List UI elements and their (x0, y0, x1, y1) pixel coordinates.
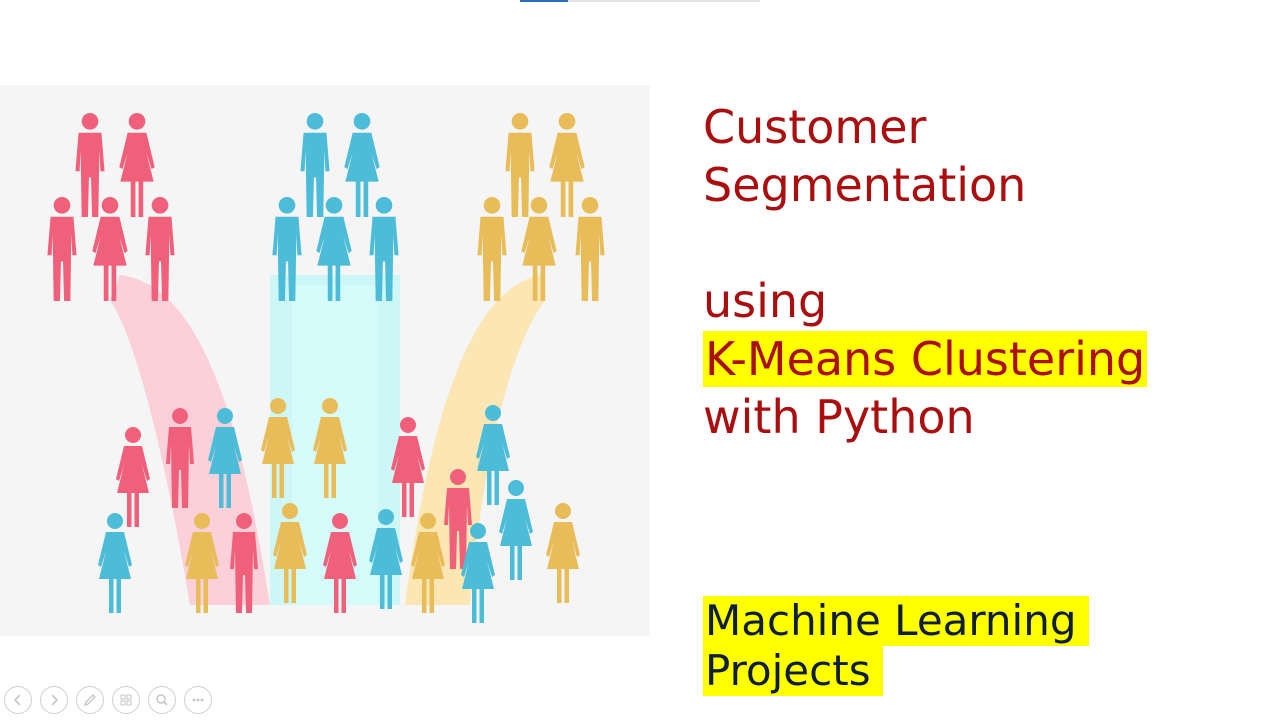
person-icon-24 (499, 480, 533, 580)
person-icon-23 (444, 469, 472, 569)
previous-slide-button[interactable] (4, 686, 32, 714)
person-icon-30 (369, 509, 403, 609)
person-icon-25 (98, 513, 132, 613)
person-icon-21 (391, 417, 425, 517)
person-icon-20 (313, 398, 347, 498)
person-icon-8 (272, 197, 302, 301)
person-icon-16 (116, 427, 150, 527)
person-icon-9 (316, 197, 352, 301)
highlighted-kmeans-text: K-Means Clustering (703, 331, 1148, 387)
customer-segmentation-illustration (0, 85, 650, 636)
person-icon-15 (575, 197, 605, 301)
person-icon-13 (477, 197, 507, 301)
person-icon-18 (208, 408, 242, 508)
person-icon-26 (185, 513, 219, 613)
person-icon-28 (273, 503, 307, 603)
title-line-customer: Customer (703, 100, 927, 154)
slide-progress-bar (520, 0, 760, 2)
pen-icon (83, 694, 96, 707)
slide-progress-fill (520, 0, 568, 2)
person-icon-3 (47, 197, 77, 301)
more-options-button[interactable] (184, 686, 212, 714)
person-icon-32 (461, 523, 495, 623)
slide-subtitle: Machine Learning Projects (703, 596, 1089, 696)
pen-tool-button[interactable] (76, 686, 104, 714)
zoom-button[interactable] (148, 686, 176, 714)
slide-overview-button[interactable] (112, 686, 140, 714)
subtitle-line-1: Machine Learning (703, 596, 1089, 646)
person-icon-33 (546, 503, 580, 603)
person-icon-2 (119, 113, 155, 217)
title-line-python: with Python (703, 390, 975, 444)
person-icon-19 (261, 398, 295, 498)
person-icon-27 (230, 513, 258, 613)
slide-title: Customer Segmentation using K-Means Clus… (703, 98, 1148, 446)
slides-grid-icon (120, 694, 132, 706)
person-icon-14 (521, 197, 557, 301)
title-line-segmentation: Segmentation (703, 158, 1027, 212)
magnifier-icon (156, 694, 168, 706)
person-icon-4 (92, 197, 128, 301)
yellow-flow-band (405, 275, 545, 605)
person-icon-5 (145, 197, 175, 301)
next-slide-button[interactable] (40, 686, 68, 714)
person-icon-10 (369, 197, 399, 301)
person-icon-11 (505, 113, 535, 217)
subtitle-line-2: Projects (703, 646, 883, 696)
person-icon-31 (411, 513, 445, 613)
person-icon-1 (75, 113, 105, 217)
more-icon (192, 698, 204, 702)
person-icon-29 (323, 513, 357, 613)
person-icon-6 (300, 113, 330, 217)
arrow-right-icon (51, 694, 59, 706)
presentation-controls (4, 686, 212, 716)
person-icon-7 (344, 113, 380, 217)
person-icon-17 (166, 408, 194, 508)
arrow-left-icon (13, 694, 21, 706)
person-icon-12 (549, 113, 585, 217)
person-icon-22 (476, 405, 510, 505)
title-line-using: using (703, 274, 828, 328)
